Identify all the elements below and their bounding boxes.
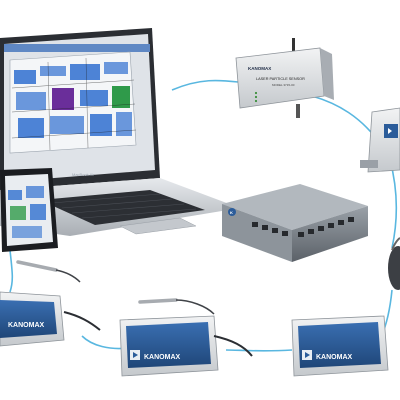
edge-sensor xyxy=(360,107,400,173)
transmitter-a-brand: KANOMAX xyxy=(8,322,44,329)
edge-probe xyxy=(388,237,400,290)
transmitter-c-brand: KANOMAX xyxy=(316,354,352,361)
transmitter-a: KANOMAX xyxy=(0,291,101,347)
probe-wands xyxy=(16,260,215,315)
transmitter-b: KANOMAX xyxy=(119,315,253,377)
hub-brand-mark: K xyxy=(230,210,233,215)
sensor-title: LASER PARTICLE SENSOR xyxy=(256,77,305,81)
floorplan-display xyxy=(14,62,132,138)
transmitter-b-brand: KANOMAX xyxy=(144,354,180,361)
network-hub: K xyxy=(222,184,368,262)
hub-ports xyxy=(252,217,354,237)
transmitter-c: KANOMAX xyxy=(291,315,389,377)
laptop-brand-label: MacBook Air xyxy=(72,172,95,177)
laser-particle-sensor: KANOMAX LASER PARTICLE SENSOR MODEL 3715… xyxy=(235,38,334,118)
tablet xyxy=(0,168,58,252)
sensor-model: MODEL 3715-00 xyxy=(272,83,295,87)
sensor-brand: KANOMAX xyxy=(248,66,271,71)
laptop: MacBook Air xyxy=(0,28,240,236)
